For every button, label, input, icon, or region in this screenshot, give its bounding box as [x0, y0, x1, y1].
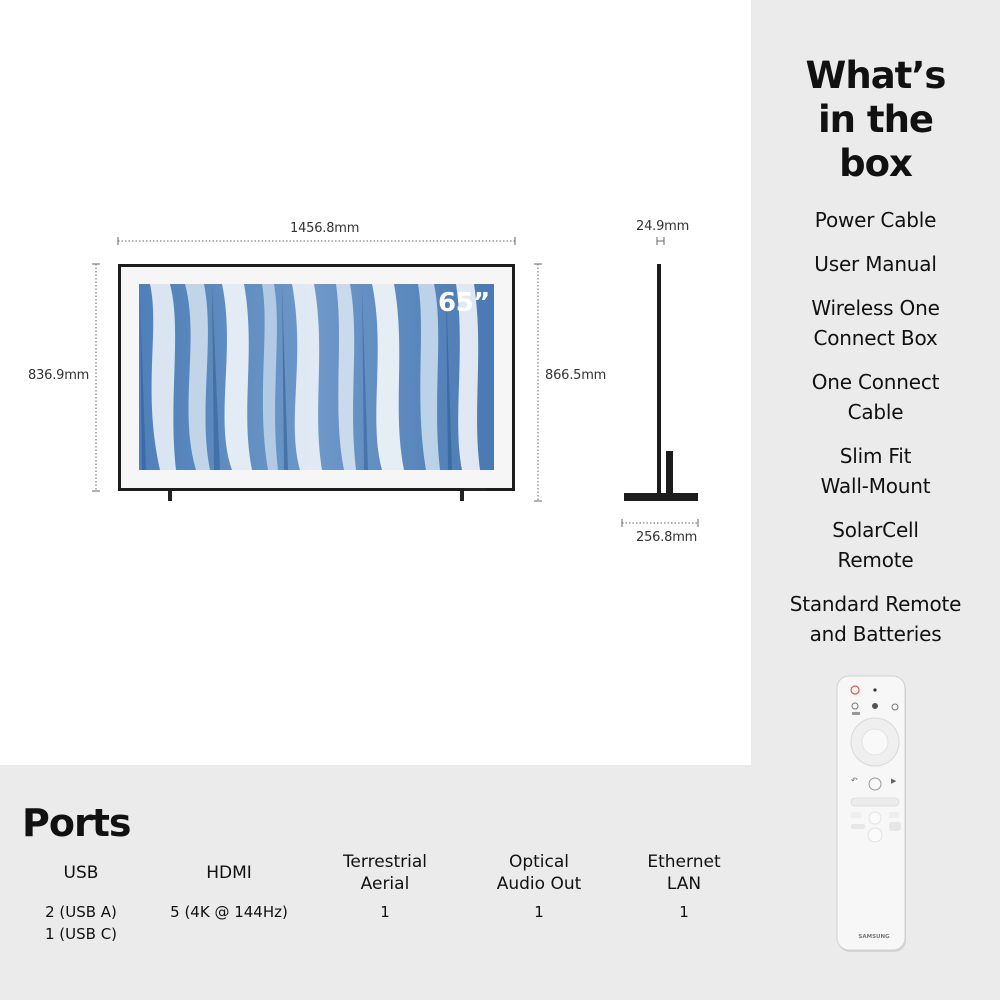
- microphone-icon: [891, 703, 899, 711]
- port-label: HDMI: [206, 863, 252, 883]
- tv-dimension-diagram: [92, 237, 699, 527]
- port-label: USB: [63, 863, 99, 883]
- port-value: 1: [534, 903, 544, 921]
- port-value: 5 (4K @ 144Hz): [170, 903, 288, 921]
- remote-brand: SAMSUNG: [858, 934, 890, 940]
- port-usb: USB 2 (USB A) 1 (USB C): [21, 851, 141, 945]
- whats-in-the-box-panel: What’s in the box Power Cable User Manua…: [751, 0, 1000, 1000]
- depth-label: 24.9mm: [636, 219, 690, 234]
- port-value: 1: [679, 903, 689, 921]
- power-button-icon: [850, 685, 860, 695]
- tv-front-view: [118, 264, 515, 501]
- box-item-standard-remote: Standard Remote and Batteries: [789, 592, 962, 646]
- port-label: Optical Audio Out: [496, 852, 582, 894]
- box-item-user-manual: User Manual: [814, 252, 937, 276]
- port-value: 2 (USB A) 1 (USB C): [44, 903, 118, 943]
- port-value: 1: [380, 903, 390, 921]
- size-badge: 65”: [438, 288, 490, 318]
- box-title: What’s in the box: [805, 54, 947, 185]
- port-terrestrial-aerial: Terrestrial Aerial 1: [320, 851, 450, 923]
- port-label: Terrestrial Aerial: [342, 852, 428, 894]
- width-label: 1456.8mm: [290, 221, 360, 236]
- tv-side-view: [624, 264, 698, 501]
- svg-text:↶: ↶: [850, 776, 858, 785]
- ports-title: Ports: [22, 801, 131, 845]
- stand-depth-label: 256.8mm: [636, 530, 698, 545]
- box-item-one-connect-cable: One Connect Cable: [811, 370, 940, 424]
- box-item-slim-fit-wall-mount: Slim Fit Wall-Mount: [820, 444, 931, 498]
- svg-text:▶: ▶: [891, 777, 897, 785]
- port-ethernet-lan: Ethernet LAN 1: [624, 851, 744, 923]
- wave-artwork: [140, 284, 480, 470]
- box-item-wireless-one-connect-box: Wireless One Connect Box: [811, 296, 940, 350]
- box-item-solarcell-remote: SolarCell Remote: [832, 518, 919, 572]
- box-item-power-cable: Power Cable: [814, 208, 937, 232]
- stand-height-label: 866.5mm: [545, 368, 607, 383]
- home-icon: [868, 777, 882, 791]
- port-optical-audio-out: Optical Audio Out 1: [474, 851, 604, 923]
- port-hdmi: HDMI 5 (4K @ 144Hz): [154, 851, 304, 923]
- solarcell-remote-image: ↶ ▶ SAMSUNG: [836, 675, 906, 952]
- screen-height-label: 836.9mm: [28, 368, 90, 383]
- ports-panel: Ports USB 2 (USB A) 1 (USB C) HDMI 5 (4K…: [0, 765, 751, 1000]
- box-items-list: Power Cable User Manual Wireless One Con…: [751, 205, 1000, 663]
- port-label: Ethernet LAN: [647, 852, 721, 894]
